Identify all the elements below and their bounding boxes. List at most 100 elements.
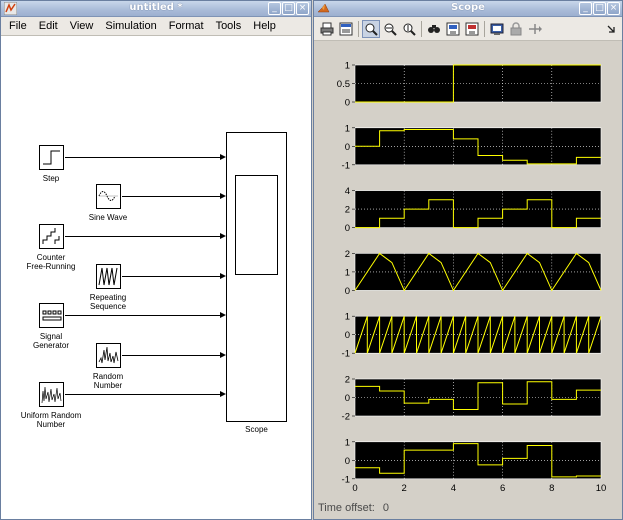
model-canvas[interactable]: Scope Step Sine Wave Counter Free-Runnin… [1,37,311,519]
signal-trace-1 [355,64,601,103]
counter-icon [42,228,60,244]
menu-help[interactable]: Help [253,20,276,32]
model-window-title: untitled * [129,2,183,13]
zoom-x-icon[interactable] [381,20,399,38]
model-window: untitled * _ □ × File Edit View Simulati… [0,0,312,520]
random-number-block[interactable] [96,343,121,368]
y-tick-label: 0.5 [337,79,350,90]
simulink-app-icon[interactable] [4,2,17,15]
y-tick-label: -2 [342,412,350,423]
y-tick-label: 1 [345,437,350,448]
random-number-icon [98,346,119,364]
counter-block[interactable] [39,224,64,249]
repeating-sequence-label-line1: Repeating [89,293,127,302]
menu-view[interactable]: View [69,20,94,32]
menu-tools[interactable]: Tools [215,20,242,32]
sine-wave-icon [98,191,118,201]
signal-trace-5 [354,316,602,354]
signal-trace-2 [355,129,601,165]
zoom-icon[interactable] [362,20,380,38]
close-button[interactable]: × [296,2,309,15]
toolbar-separator [484,21,485,37]
y-tick-label: 0 [345,393,350,404]
y-tick-label: 1 [345,267,350,278]
menubar: File Edit View Simulation Format Tools H… [1,17,311,36]
toolbar-separator [421,21,422,37]
signal-line-uniform[interactable] [65,394,220,395]
signal-line-siggen[interactable] [65,315,220,316]
y-tick-label: 0 [345,456,350,467]
y-tick-label: 0 [345,223,350,234]
step-icon [43,150,60,165]
print-icon[interactable] [318,20,336,38]
signal-trace-3 [355,199,601,229]
uniform-random-number-block[interactable] [39,382,64,407]
maximize-button[interactable]: □ [282,2,295,15]
x-tick-label: 4 [451,483,456,494]
signal-trace-7 [355,443,601,478]
scope-titlebar[interactable]: Scope _ □ × [314,1,622,17]
minimize-button[interactable]: _ [268,2,281,15]
counter-label-line2: Free-Running [26,262,76,271]
signal-generator-label-line1: Signal [39,332,63,341]
signal-trace-6 [355,381,601,410]
model-titlebar[interactable]: untitled * _ □ × [1,1,311,17]
signal-line-repeating[interactable] [122,276,220,277]
scope-maximize-button[interactable]: □ [593,2,606,15]
menu-file[interactable]: File [9,20,27,32]
step-block[interactable] [39,145,64,170]
matlab-logo-icon[interactable] [317,2,330,15]
repeating-sequence-label-line2: Sequence [89,302,127,311]
repeating-sequence-block[interactable] [96,264,121,289]
lock-icon[interactable] [507,20,525,38]
uniform-random-number-label-line2: Number [36,420,66,429]
signal-arrow-siggen [220,312,226,318]
time-offset-value: 0 [382,502,390,514]
y-tick-label: 0 [345,330,350,341]
dock-icon[interactable] [604,20,618,38]
y-tick-label: 2 [345,249,350,260]
x-tick-label: 6 [500,483,505,494]
menu-edit[interactable]: Edit [38,20,58,32]
restore-axes-icon[interactable] [463,20,481,38]
scope-close-button[interactable]: × [607,2,620,15]
random-number-label-line2: Number [93,381,123,390]
save-axes-icon[interactable] [444,20,462,38]
menu-simulation[interactable]: Simulation [105,20,157,32]
signal-generator-block[interactable] [39,303,64,328]
x-tick-label: 8 [549,483,554,494]
signal-line-counter[interactable] [65,236,220,237]
sine-wave-block[interactable] [96,184,121,209]
y-tick-label: 1 [345,123,350,134]
signal-arrow-repeating [220,273,226,279]
scope-minimize-button[interactable]: _ [579,2,592,15]
signal-line-sine[interactable] [122,196,220,197]
signal-selection-icon[interactable] [526,20,544,38]
time-offset-label: Time offset: [318,502,375,514]
signal-line-random[interactable] [122,355,220,356]
autoscale-icon[interactable] [425,20,443,38]
zoom-y-icon[interactable] [400,20,418,38]
signal-line-step[interactable] [65,157,220,158]
signal-generator-icon [42,310,62,321]
menu-format[interactable]: Format [168,20,204,32]
scope-block-screen-icon [235,175,278,275]
y-tick-label: -1 [342,160,350,171]
signal-arrow-sine [220,193,226,199]
toolbar-separator [358,21,359,37]
x-tick-label: 2 [402,483,407,494]
scope-block-label: Scope [245,425,268,434]
uniform-random-number-label-line1: Uniform Random [20,411,82,420]
floating-scope-icon[interactable] [488,20,506,38]
y-tick-label: 4 [345,186,350,197]
step-label: Step [42,174,60,183]
uniform-random-number-icon [41,386,62,404]
scope-toolbar [314,17,622,41]
scope-block[interactable] [226,132,287,422]
y-tick-label: 1 [345,312,350,323]
parameters-icon[interactable] [337,20,355,38]
scope-window-title: Scope [451,2,485,13]
y-tick-label: -1 [342,474,350,485]
y-tick-label: 2 [345,375,350,386]
